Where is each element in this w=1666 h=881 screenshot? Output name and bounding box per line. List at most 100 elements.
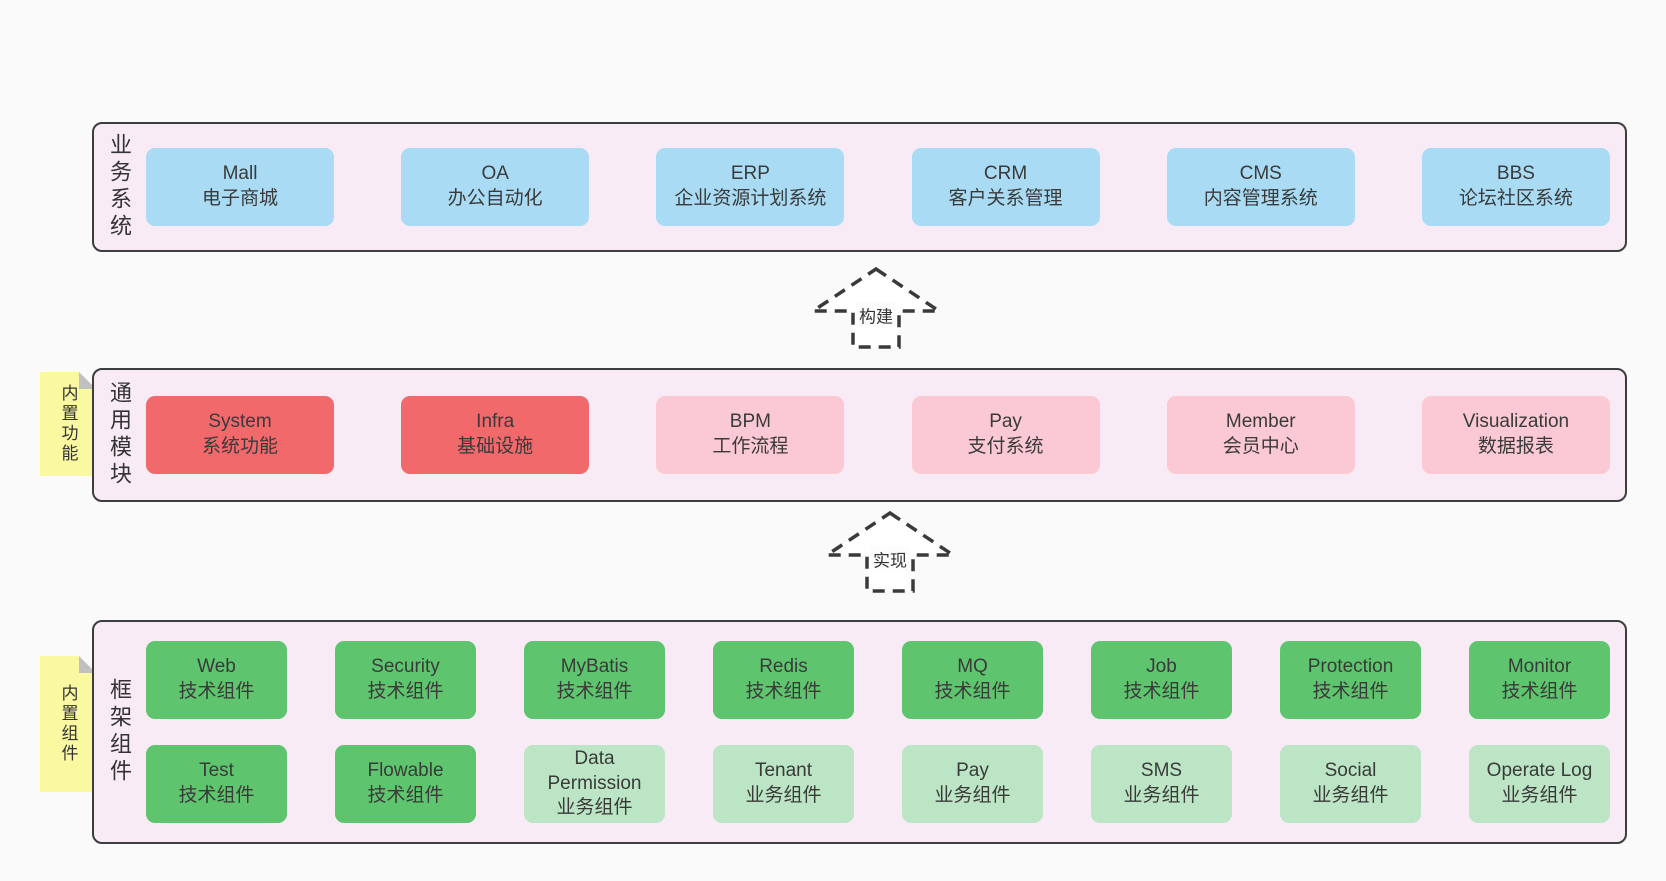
box-cms: CMS 内容管理系统 [1166, 148, 1355, 226]
arrow-label: 实现 [870, 546, 910, 572]
box-erp: ERP 企业资源计划系统 [656, 148, 845, 226]
box-name: Protection [1307, 656, 1394, 678]
band-label: 框架组件 [94, 622, 144, 842]
box-name: CRM [983, 163, 1028, 185]
box-mq: MQ 技术组件 [902, 641, 1043, 719]
sticky-note-label: 内置功能 [58, 384, 78, 464]
box-name: BBS [1496, 163, 1535, 185]
box-subtitle: 技术组件 [367, 785, 444, 806]
box-name: Data Permission [547, 747, 642, 794]
box-bbs: BBS 论坛社区系统 [1421, 148, 1610, 226]
band-title: 通用模块 [107, 381, 132, 489]
box-pay-component: Pay 业务组件 [902, 745, 1043, 823]
box-subtitle: 会员中心 [1222, 436, 1299, 457]
band-content: Mall 电子商城 OA 办公自动化 ERP 企业资源计划系统 CRM 客户关系… [144, 124, 1625, 250]
box-redis: Redis 技术组件 [713, 641, 854, 719]
box-member: Member 会员中心 [1166, 396, 1355, 474]
box-subtitle: 论坛社区系统 [1458, 188, 1573, 209]
box-name: Pay [989, 411, 1022, 433]
box-subtitle: 业务组件 [1123, 785, 1200, 806]
box-name: Pay [956, 760, 989, 782]
box-bpm: BPM 工作流程 [656, 396, 845, 474]
box-flowable: Flowable 技术组件 [335, 745, 476, 823]
box-name: Flowable [367, 760, 444, 782]
band-common-modules: 通用模块 System 系统功能 Infra 基础设施 BPM 工作流程 Pay… [92, 368, 1627, 502]
box-name: System [208, 411, 272, 433]
box-name: Infra [476, 411, 515, 433]
box-subtitle: 技术组件 [556, 681, 633, 702]
box-name: BPM [729, 411, 771, 433]
band-business-systems: 业务系统 Mall 电子商城 OA 办公自动化 ERP 企业资源计划系统 CRM… [92, 122, 1627, 252]
box-subtitle: 技术组件 [934, 681, 1011, 702]
box-subtitle: 业务组件 [556, 797, 633, 819]
box-name: MQ [957, 656, 988, 678]
box-name: CMS [1239, 163, 1282, 185]
box-visualization: Visualization 数据报表 [1421, 396, 1610, 474]
box-name: Monitor [1507, 656, 1572, 678]
box-name: Social [1324, 760, 1377, 782]
arrow-implement: 实现 [821, 510, 959, 594]
box-test: Test 技术组件 [146, 745, 287, 823]
sticky-note-builtin-components: 内置组件 [40, 656, 96, 792]
box-subtitle: 客户关系管理 [948, 188, 1063, 209]
box-subtitle: 基础设施 [457, 436, 534, 457]
box-subtitle: 技术组件 [178, 681, 255, 702]
box-data-permission: Data Permission 业务组件 [524, 745, 665, 823]
band-title: 业务系统 [107, 133, 132, 241]
box-subtitle: 办公自动化 [447, 188, 543, 209]
box-name: SMS [1140, 760, 1183, 782]
box-oa: OA 办公自动化 [401, 148, 590, 226]
box-subtitle: 业务组件 [934, 785, 1011, 806]
band-label: 业务系统 [94, 124, 144, 250]
box-name: Test [199, 760, 234, 782]
box-name: Member [1225, 411, 1296, 433]
box-operate-log: Operate Log 业务组件 [1469, 745, 1610, 823]
box-subtitle: 技术组件 [367, 681, 444, 702]
box-name: Web [197, 656, 236, 678]
sticky-note-builtin-features: 内置功能 [40, 372, 96, 476]
box-subtitle: 技术组件 [1312, 681, 1389, 702]
box-name: Redis [759, 656, 808, 678]
box-subtitle: 系统功能 [201, 436, 278, 457]
box-protection: Protection 技术组件 [1280, 641, 1421, 719]
box-subtitle: 企业资源计划系统 [674, 188, 827, 209]
box-social: Social 业务组件 [1280, 745, 1421, 823]
band-content: Web 技术组件 Security 技术组件 MyBatis 技术组件 Redi… [144, 622, 1625, 842]
box-web: Web 技术组件 [146, 641, 287, 719]
box-subtitle: 工作流程 [712, 436, 789, 457]
box-subtitle: 内容管理系统 [1203, 188, 1318, 209]
band-label: 通用模块 [94, 370, 144, 500]
box-monitor: Monitor 技术组件 [1469, 641, 1610, 719]
box-name: Mall [222, 163, 258, 185]
box-mall: Mall 电子商城 [146, 148, 334, 226]
component-row-1: Web 技术组件 Security 技术组件 MyBatis 技术组件 Redi… [146, 641, 1610, 719]
box-subtitle: 技术组件 [745, 681, 822, 702]
box-subtitle: 技术组件 [178, 785, 255, 806]
box-tenant: Tenant 业务组件 [713, 745, 854, 823]
sticky-note-label: 内置组件 [58, 684, 78, 764]
arrow-label: 构建 [856, 302, 896, 328]
box-crm: CRM 客户关系管理 [911, 148, 1100, 226]
box-sms: SMS 业务组件 [1091, 745, 1232, 823]
box-name: Security [371, 656, 440, 678]
band-content: System 系统功能 Infra 基础设施 BPM 工作流程 Pay 支付系统… [144, 370, 1625, 500]
box-subtitle: 电子商城 [201, 188, 278, 209]
box-job: Job 技术组件 [1091, 641, 1232, 719]
box-name: MyBatis [560, 656, 629, 678]
box-name: OA [481, 163, 509, 185]
box-name: Visualization [1462, 411, 1570, 433]
box-name: ERP [730, 163, 770, 185]
box-security: Security 技术组件 [335, 641, 476, 719]
box-name: Tenant [754, 760, 813, 782]
component-row-2: Test 技术组件 Flowable 技术组件 Data Permission … [146, 745, 1610, 823]
band-title: 框架组件 [107, 678, 132, 786]
box-subtitle: 业务组件 [1501, 785, 1578, 806]
box-subtitle: 技术组件 [1501, 681, 1578, 702]
arrow-build: 构建 [807, 266, 945, 350]
box-name: Operate Log [1486, 760, 1593, 782]
box-pay-system: Pay 支付系统 [911, 396, 1100, 474]
box-subtitle: 支付系统 [967, 436, 1044, 457]
box-name: Job [1146, 656, 1177, 678]
box-subtitle: 数据报表 [1477, 436, 1554, 457]
